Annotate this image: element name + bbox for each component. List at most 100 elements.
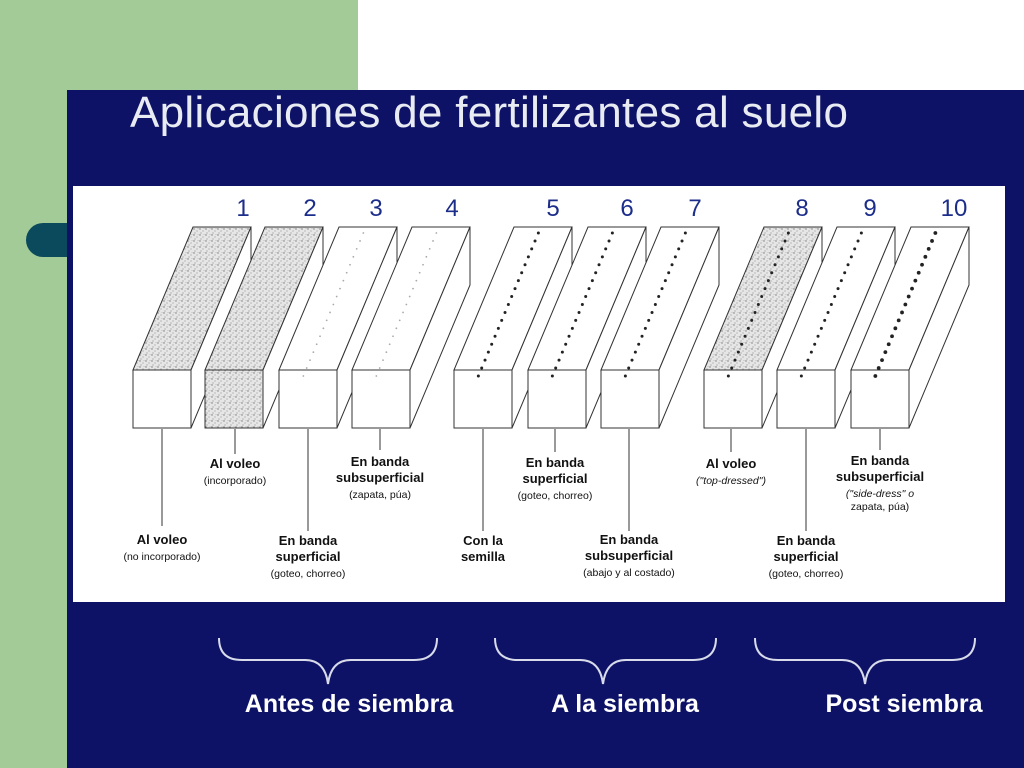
- band-dot: [880, 358, 884, 363]
- band-dot: [809, 350, 813, 354]
- band-dot: [483, 358, 487, 362]
- band-dot: [650, 310, 654, 314]
- band-dot: [597, 263, 601, 267]
- band-dot: [836, 287, 840, 291]
- band-dot: [683, 231, 687, 235]
- band-dot: [813, 342, 817, 346]
- band-dot: [352, 255, 355, 258]
- band-dot: [392, 335, 394, 338]
- band-dot: [839, 279, 843, 283]
- band-dot: [574, 318, 578, 322]
- band-dot: [428, 247, 431, 250]
- band-dot: [359, 240, 361, 242]
- band-dot: [657, 295, 661, 299]
- band-dot: [890, 334, 894, 339]
- soil-column-9: [776, 226, 896, 429]
- method-sublabel-1-line-1: (no incorporado): [123, 551, 200, 563]
- band-dot: [926, 246, 931, 251]
- band-dot: [816, 334, 820, 338]
- band-dot: [640, 334, 644, 338]
- column-front-face: [600, 369, 660, 429]
- band-dot: [398, 319, 401, 322]
- band-dot: [923, 254, 928, 259]
- band-dot: [660, 287, 664, 291]
- band-dot: [760, 295, 764, 299]
- soil-column-10: [850, 226, 970, 429]
- band-dot: [604, 247, 608, 251]
- band-dot: [570, 326, 574, 330]
- band-dot: [643, 326, 647, 330]
- band-dot: [726, 374, 730, 378]
- method-label-10-line-2: subsuperficial: [836, 469, 924, 484]
- band-dot: [388, 343, 391, 346]
- band-dot: [385, 351, 388, 354]
- band-dot: [526, 255, 530, 259]
- band-dot: [362, 232, 365, 234]
- band-dot: [408, 295, 411, 298]
- band-dot: [930, 239, 934, 243]
- band-dot: [806, 358, 810, 362]
- band-dot: [557, 358, 561, 362]
- slide-title: Aplicaciones de fertilizantes al suelo: [130, 88, 849, 137]
- band-dot: [826, 310, 830, 314]
- band-dot: [736, 350, 740, 354]
- band-dot: [510, 295, 514, 299]
- band-dot: [355, 247, 358, 250]
- band-dot: [916, 270, 921, 275]
- band-dot: [590, 279, 594, 283]
- column-front-face: [204, 369, 264, 429]
- column-front-face: [453, 369, 513, 429]
- band-dot: [587, 287, 591, 291]
- band-dot: [513, 287, 517, 291]
- column-number-4: 4: [445, 195, 458, 222]
- band-dot: [432, 240, 434, 242]
- band-dot: [856, 239, 860, 243]
- method-label-8-line-1: Al voleo: [706, 456, 757, 471]
- band-dot: [647, 318, 651, 322]
- band-dot: [740, 342, 744, 346]
- band-dot: [843, 271, 847, 275]
- brace-post: [754, 637, 976, 685]
- column-number-8: 8: [795, 195, 808, 222]
- band-dot: [375, 375, 378, 377]
- band-dot: [325, 319, 328, 322]
- band-dot: [322, 327, 325, 330]
- band-dot: [516, 279, 520, 283]
- band-dot: [496, 326, 500, 330]
- column-front-face: [527, 369, 587, 429]
- column-front-face: [850, 369, 910, 429]
- band-dot: [339, 287, 341, 290]
- band-dot: [900, 310, 904, 315]
- band-dot: [395, 327, 398, 330]
- column-number-5: 5: [546, 195, 559, 222]
- method-sublabel-6-line-1: (goteo, chorreo): [518, 490, 593, 502]
- band-dot: [520, 271, 524, 275]
- band-dot: [533, 239, 537, 243]
- band-dot: [607, 239, 611, 243]
- method-sublabel-4-line-1: (zapata, púa): [349, 489, 411, 501]
- soil-column-2: [204, 226, 324, 429]
- column-number-1: 1: [236, 195, 249, 222]
- band-dot: [523, 263, 527, 267]
- method-label-6-line-1: En banda: [526, 455, 585, 470]
- band-dot: [335, 295, 338, 298]
- band-dot: [819, 326, 823, 330]
- column-number-6: 6: [620, 195, 633, 222]
- band-dot: [883, 350, 888, 355]
- soil-column-4: [351, 226, 471, 429]
- band-dot: [829, 303, 833, 306]
- band-dot: [773, 263, 777, 267]
- method-label-3-line-2: superficial: [275, 549, 340, 564]
- band-dot: [780, 247, 784, 251]
- band-dot: [799, 374, 803, 378]
- group-label-antes: Antes de siembra: [244, 690, 454, 718]
- method-label-4-line-2: subsuperficial: [336, 470, 424, 485]
- band-dot: [910, 286, 914, 291]
- band-dot: [906, 294, 911, 299]
- method-sublabel-3-line-1: (goteo, chorreo): [271, 568, 346, 580]
- band-dot: [849, 255, 853, 259]
- method-sublabel-10-line-2: zapata, púa): [851, 501, 909, 513]
- band-dot: [786, 231, 790, 235]
- band-dot: [554, 366, 558, 370]
- band-dot: [422, 263, 424, 266]
